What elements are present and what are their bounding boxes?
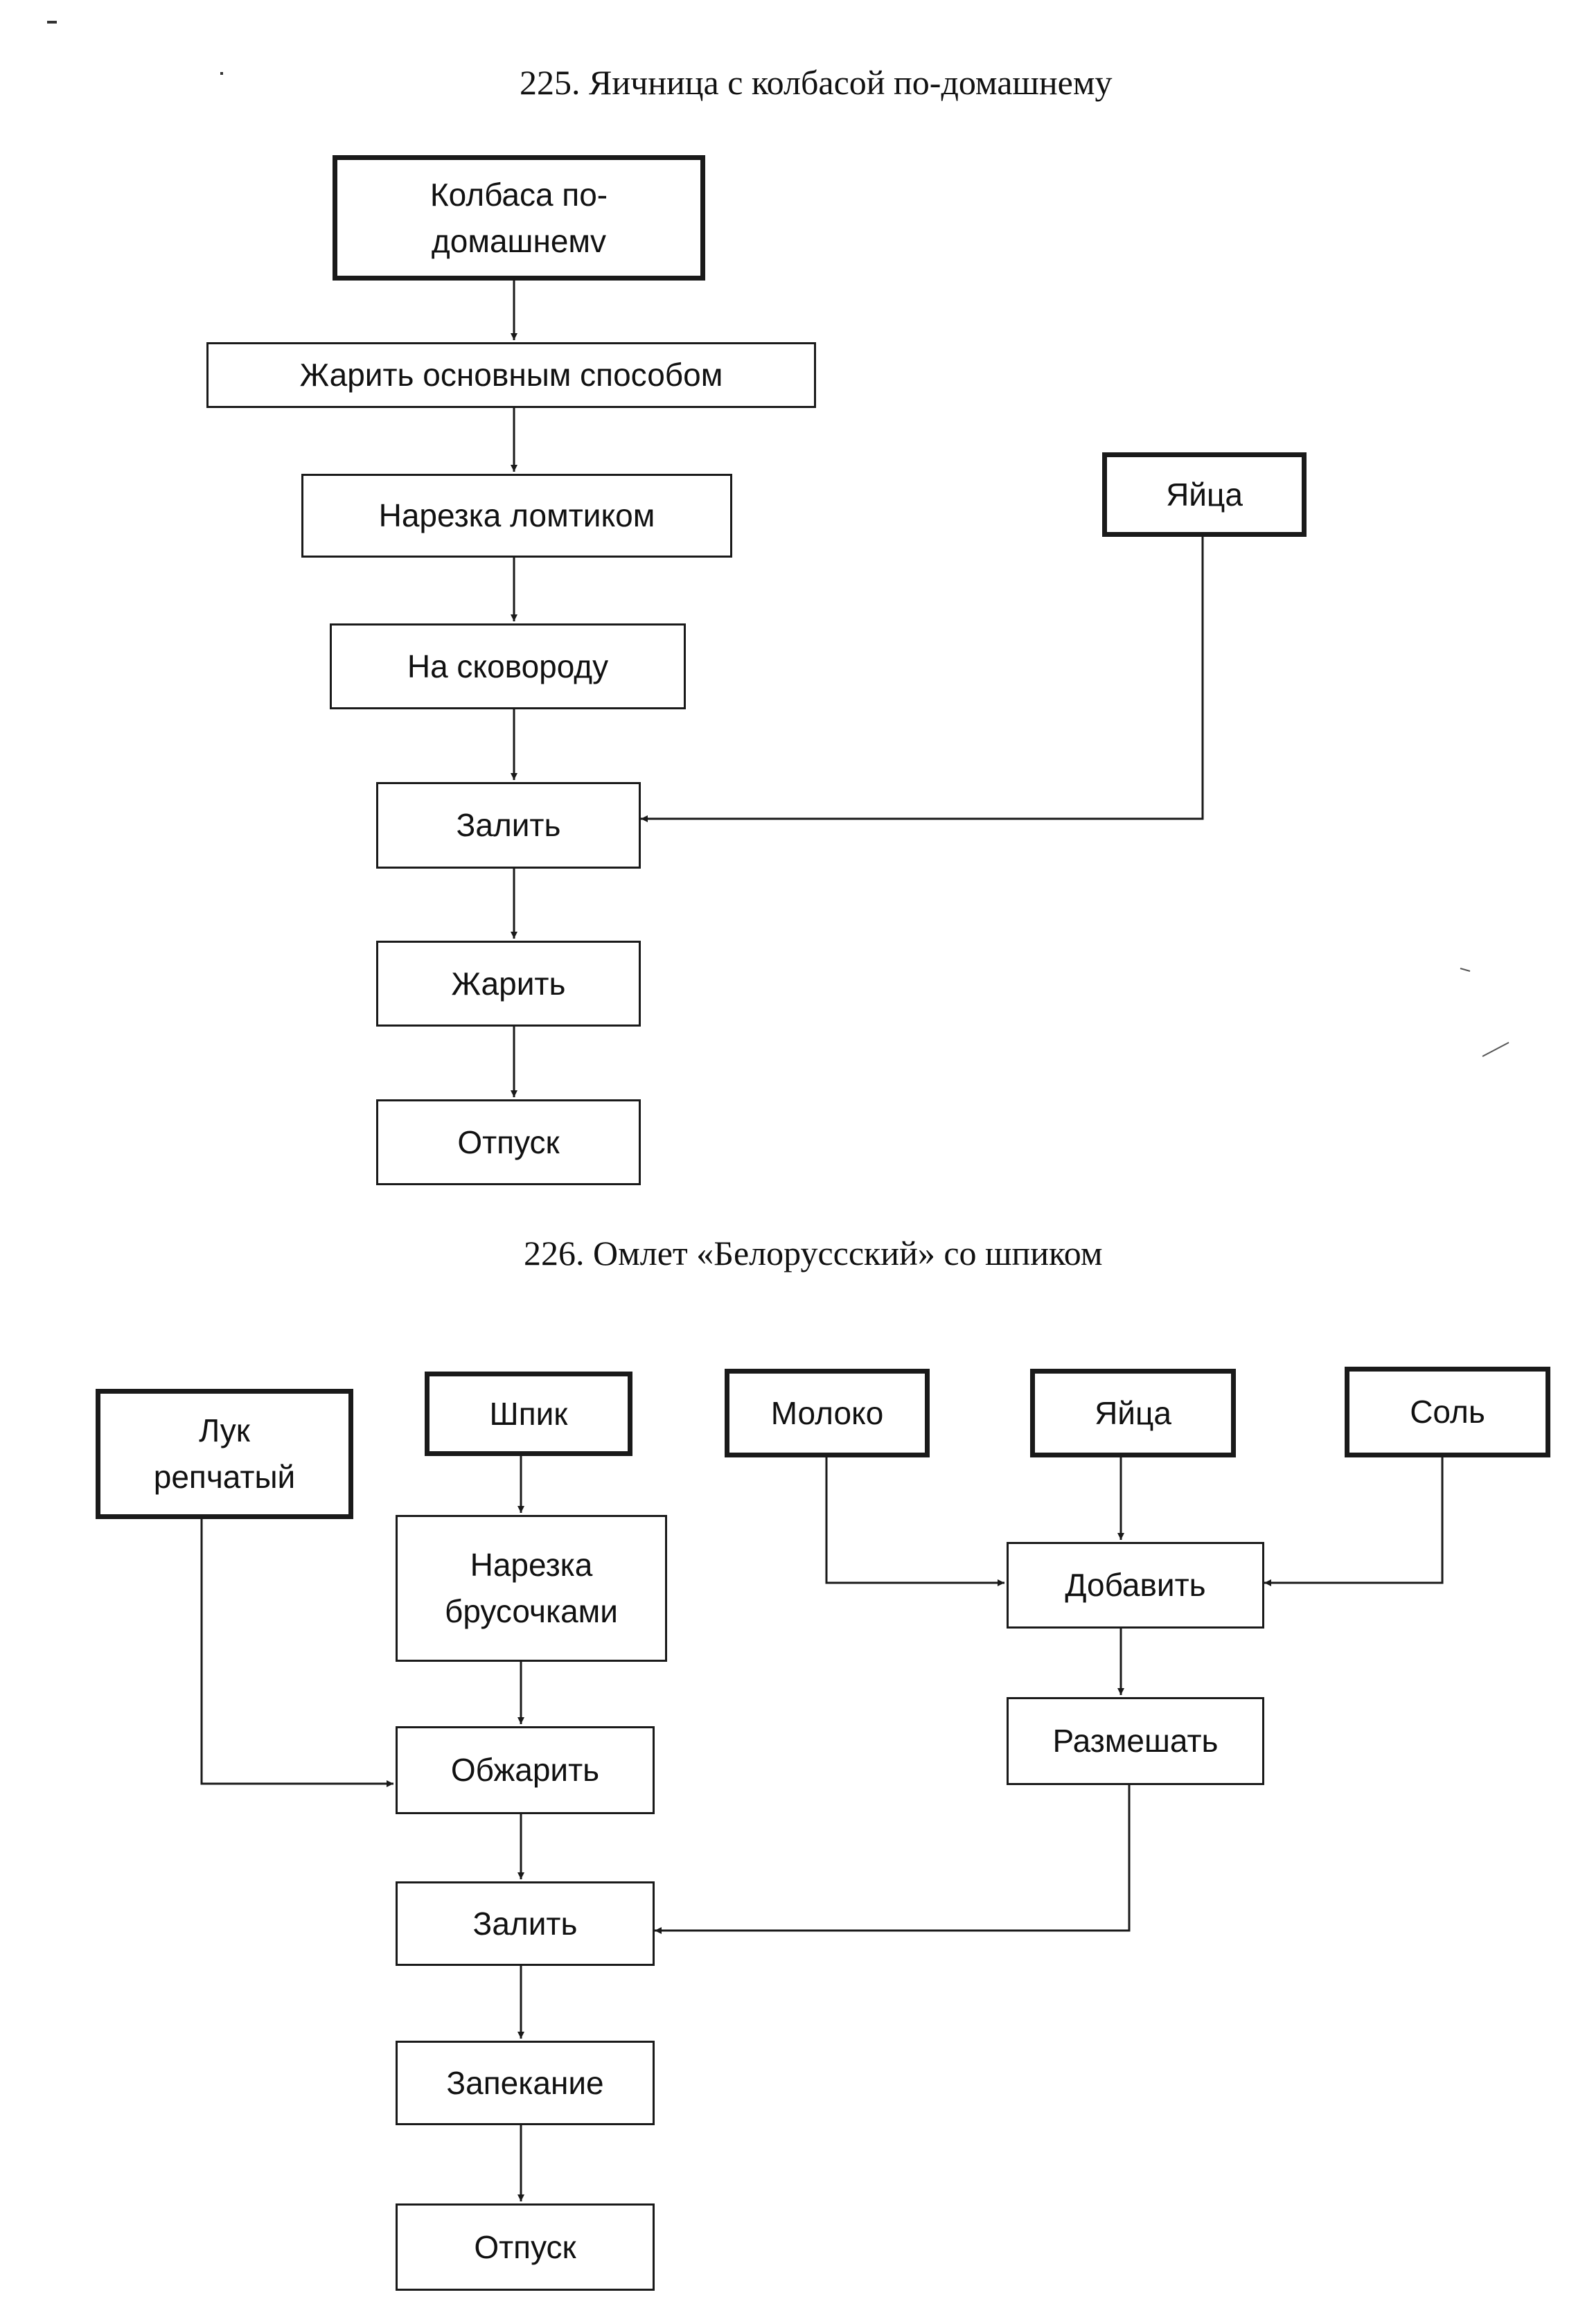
arrow-salt-to-add [1264, 1457, 1444, 1586]
node-eggs: Яйца [1102, 452, 1307, 537]
arrow-milk-to-add [825, 1457, 1004, 1586]
node-fry: Обжарить [396, 1726, 655, 1814]
node-salt: Соль [1345, 1367, 1550, 1457]
node-pan: На сковороду [330, 623, 686, 709]
node-onion-line-1: Лук [199, 1412, 250, 1449]
scan-mark [47, 21, 57, 24]
node-lard: Шпик [425, 1372, 632, 1456]
node-bake: Запекание [396, 2041, 655, 2125]
node-milk: Молоко [725, 1369, 930, 1457]
arrow-eggs-to-pour [641, 537, 1204, 822]
node-serve: Отпуск [396, 2203, 655, 2291]
node-cut-bars: Нарезка брусочками [396, 1515, 667, 1662]
node-fry-main: Жарить основным способом [206, 342, 816, 408]
node-mix: Размешать [1007, 1697, 1264, 1785]
node-pour: Залить [376, 782, 641, 869]
node-pour: Залить [396, 1881, 655, 1966]
diagram2-title: 226. Омлет «Белоруссский» со шпиком [524, 1234, 1103, 1272]
node-eggs: Яйца [1030, 1369, 1236, 1457]
node-fry: Жарить [376, 941, 641, 1027]
scan-scratch [1460, 968, 1471, 972]
node-sausage-line-2: домашнемv [431, 222, 607, 259]
node-cut-bars-line-1: Нарезка [470, 1547, 593, 1584]
scan-mark [220, 72, 223, 75]
scan-scratch [1482, 1042, 1509, 1057]
node-sausage: Колбаса по- домашнемv [333, 155, 705, 281]
diagram1-title: 225. Яичница с колбасой по-домашнему [520, 63, 1113, 102]
arrow-onion-to-fry [200, 1519, 393, 1787]
node-add: Добавить [1007, 1542, 1264, 1629]
node-sausage-line-1: Колбаса по- [430, 176, 608, 213]
arrow-mix-to-pour [655, 1785, 1131, 1934]
node-serve: Отпуск [376, 1099, 641, 1185]
node-cut-bars-line-2: брусочками [445, 1593, 618, 1629]
node-onion: Лук репчатый [96, 1389, 353, 1519]
node-onion-line-2: репчатый [153, 1459, 296, 1495]
node-slice: Нарезка ломтиком [301, 474, 732, 558]
